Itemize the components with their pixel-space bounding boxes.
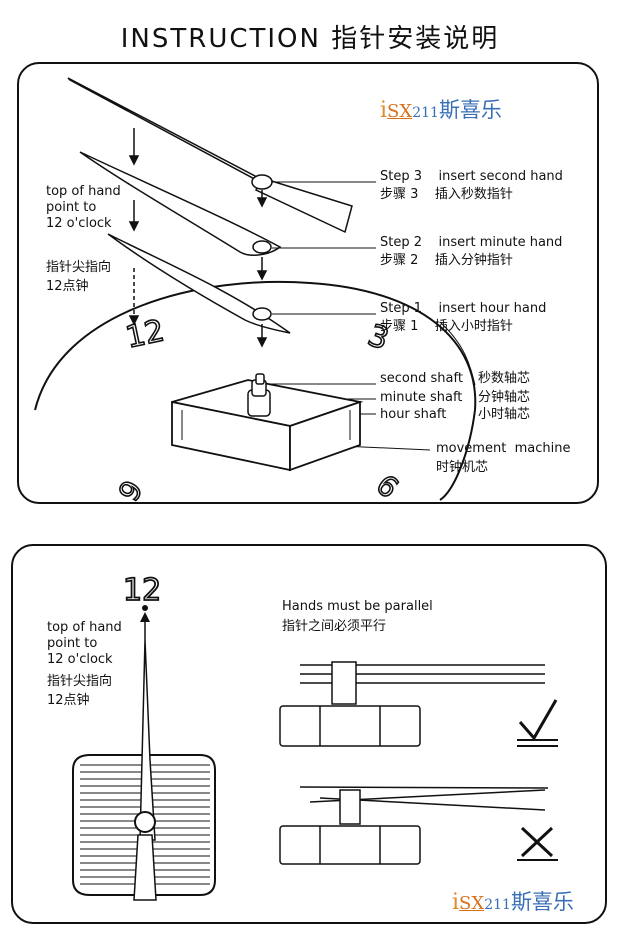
parallel-diagram-panel bbox=[11, 544, 607, 924]
top-of-hand-label: top of hand point to 12 o'clock bbox=[46, 184, 121, 232]
parallel-label-cn: 指针之间必须平行 bbox=[282, 619, 387, 634]
step-3-en: Step 3 insert second hand bbox=[380, 169, 563, 184]
top-of-hand-cn-label-b: 指针尖指向 12点钟 bbox=[47, 672, 112, 710]
minute-shaft-cn: 分钟轴芯 bbox=[478, 390, 531, 405]
brand-logo-top: iSX211斯喜乐 bbox=[380, 94, 502, 124]
step-2-cn: 步骤 2 插入分钟指针 bbox=[380, 253, 513, 268]
step-2-en: Step 2 insert minute hand bbox=[380, 235, 563, 250]
minute-shaft-en: minute shaft bbox=[380, 390, 463, 405]
parallel-correct-view bbox=[279, 661, 545, 747]
second-hand-shape bbox=[67, 77, 263, 184]
movement-label: movement machine 时钟机芯 bbox=[436, 439, 570, 477]
logo-number-b: 211 bbox=[484, 897, 511, 913]
top-of-hand-line-3: 12 o'clock bbox=[46, 216, 112, 231]
movement-front bbox=[72, 639, 216, 901]
step-2-label: Step 2 insert minute hand 步骤 2 插入分钟指针 bbox=[380, 234, 562, 270]
hour-shaft-en: hour shaft bbox=[380, 407, 447, 422]
step-1-label: Step 1 insert hour hand 步骤 1 插入小时指针 bbox=[380, 300, 546, 336]
top-of-hand-line-1: top of hand bbox=[46, 184, 121, 199]
top-of-hand-cn-label: 指针尖指向 12点钟 bbox=[46, 258, 111, 296]
minute-hand-shape bbox=[79, 151, 282, 256]
dial-number-12: 12 bbox=[123, 313, 168, 355]
clock-dial-arc bbox=[34, 280, 477, 501]
hour-hand-hub bbox=[252, 307, 272, 321]
top-of-hand-cn-line-1: 指针尖指向 bbox=[46, 260, 112, 275]
dial-number-6: 6 bbox=[370, 468, 405, 505]
movement-cn: 时钟机芯 bbox=[436, 460, 489, 475]
dial-number-12-b: 12 bbox=[123, 573, 161, 608]
minute-hand-hub bbox=[252, 240, 272, 254]
second-shaft-en: second shaft bbox=[380, 371, 463, 386]
logo-cn: 斯喜乐 bbox=[438, 98, 502, 122]
step-1-en: Step 1 insert hour hand bbox=[380, 301, 547, 316]
logo-i: i bbox=[380, 98, 388, 123]
second-shaft-cn: 秒数轴芯 bbox=[478, 371, 531, 386]
shafts bbox=[247, 373, 271, 417]
brand-logo-bottom: iSX211斯喜乐 bbox=[452, 886, 574, 916]
hour-shaft-cn: 小时轴芯 bbox=[478, 407, 531, 422]
parallel-label-en: Hands must be parallel bbox=[282, 599, 433, 614]
hour-hand-shape bbox=[107, 233, 291, 334]
check-icon bbox=[518, 699, 558, 741]
down-arrows bbox=[128, 128, 268, 348]
logo-sx: SX bbox=[387, 101, 413, 122]
top-of-hand-b-line-1: top of hand bbox=[47, 620, 122, 635]
step-3-cn: 步骤 3 插入秒数指针 bbox=[380, 187, 513, 202]
top-of-hand-cn-line-2: 12点钟 bbox=[46, 279, 89, 294]
dial-number-9: 9 bbox=[112, 475, 149, 507]
second-hand-hub bbox=[251, 174, 273, 190]
top-of-hand-line-2: point to bbox=[46, 200, 97, 215]
step-diagram-panel bbox=[17, 62, 599, 504]
step-3-label: Step 3 insert second hand 步骤 3 插入秒数指针 bbox=[380, 168, 563, 204]
page-title: INSTRUCTION 指针安装说明 bbox=[120, 24, 500, 54]
top-of-hand-b-line-3: 12 o'clock bbox=[47, 652, 113, 667]
step-1-cn: 步骤 1 插入小时指针 bbox=[380, 319, 513, 334]
top-of-hand-b-line-2: point to bbox=[47, 636, 98, 651]
cross-icon bbox=[520, 826, 554, 858]
logo-number: 211 bbox=[412, 105, 439, 121]
top-of-hand-label-b: top of hand point to 12 o'clock bbox=[47, 620, 122, 668]
top-of-hand-b-cn-line-2: 12点钟 bbox=[47, 693, 90, 708]
logo-i-b: i bbox=[452, 890, 460, 915]
logo-cn-b: 斯喜乐 bbox=[510, 890, 574, 914]
movement-en: movement machine bbox=[436, 441, 571, 456]
parallel-wrong-view bbox=[279, 786, 549, 865]
logo-sx-b: SX bbox=[459, 893, 485, 914]
top-of-hand-b-cn-line-1: 指针尖指向 bbox=[47, 674, 113, 689]
